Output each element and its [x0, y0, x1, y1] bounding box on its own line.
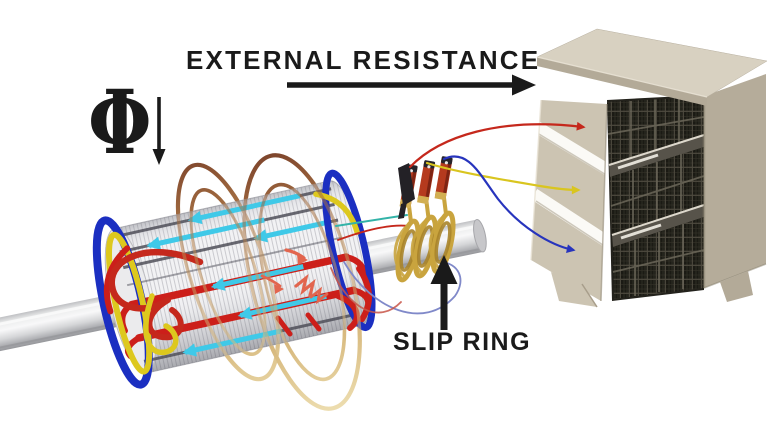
wall-slot: [531, 188, 607, 247]
slip-ring-arrow: [430, 255, 458, 330]
arrow-right-icon: [512, 74, 536, 96]
wire-blue: [442, 155, 576, 253]
external-resistance-arrow: [287, 74, 536, 96]
arrow-shaft: [440, 283, 448, 330]
zigzag-icon: [309, 286, 329, 305]
winding-red-left: [103, 245, 131, 315]
brush-bracket: [398, 163, 415, 206]
flux-decrease-arrow: [152, 97, 166, 165]
brush-holder: [434, 156, 453, 201]
cabinet-top-panel: [536, 28, 768, 106]
flux-symbol-label: Φ: [88, 70, 152, 174]
small-arrow-icon: [274, 284, 284, 294]
brush-holder: [417, 160, 436, 205]
external-resistance-label: EXTERNAL RESISTANCE: [186, 45, 541, 75]
winding-blue-right: [322, 169, 376, 332]
shaft-end-cap: [473, 219, 487, 253]
wire-yellow: [425, 161, 581, 195]
cabinet-left-panel: [530, 99, 608, 302]
lead-teal: [335, 214, 408, 227]
cabinet-leg-left: [551, 272, 598, 308]
cabinet-leg-right: [720, 271, 753, 302]
end-windings: [92, 169, 376, 389]
brush-bracket-arm: [398, 202, 407, 219]
wall-slot: [531, 118, 607, 176]
arrow-up-icon: [430, 255, 458, 284]
winding-red-right: [356, 265, 372, 323]
slip-ring-label: SLIP RING: [393, 328, 532, 356]
resistance-bank: [530, 28, 768, 308]
connection-wires: [408, 121, 586, 253]
small-arrow-icon: [297, 254, 308, 265]
flux-direction-marks: [260, 248, 329, 305]
resistor-grid-bank: [612, 217, 705, 299]
resistor-grid-bank: [607, 97, 705, 165]
flux-lines-front: [176, 153, 362, 411]
zigzag-icon: [294, 273, 316, 298]
lead-red-loop: [330, 267, 402, 314]
wire-red: [408, 121, 586, 169]
rotor: [92, 169, 381, 389]
lead-red: [337, 224, 410, 241]
resistor-grid-bank: [610, 147, 705, 235]
shelf: [608, 134, 705, 177]
cabinet-right-panel: [702, 74, 767, 289]
arrow-down-icon: [152, 149, 166, 165]
shelf: [611, 204, 705, 247]
winding-yellow-left: [106, 231, 153, 375]
